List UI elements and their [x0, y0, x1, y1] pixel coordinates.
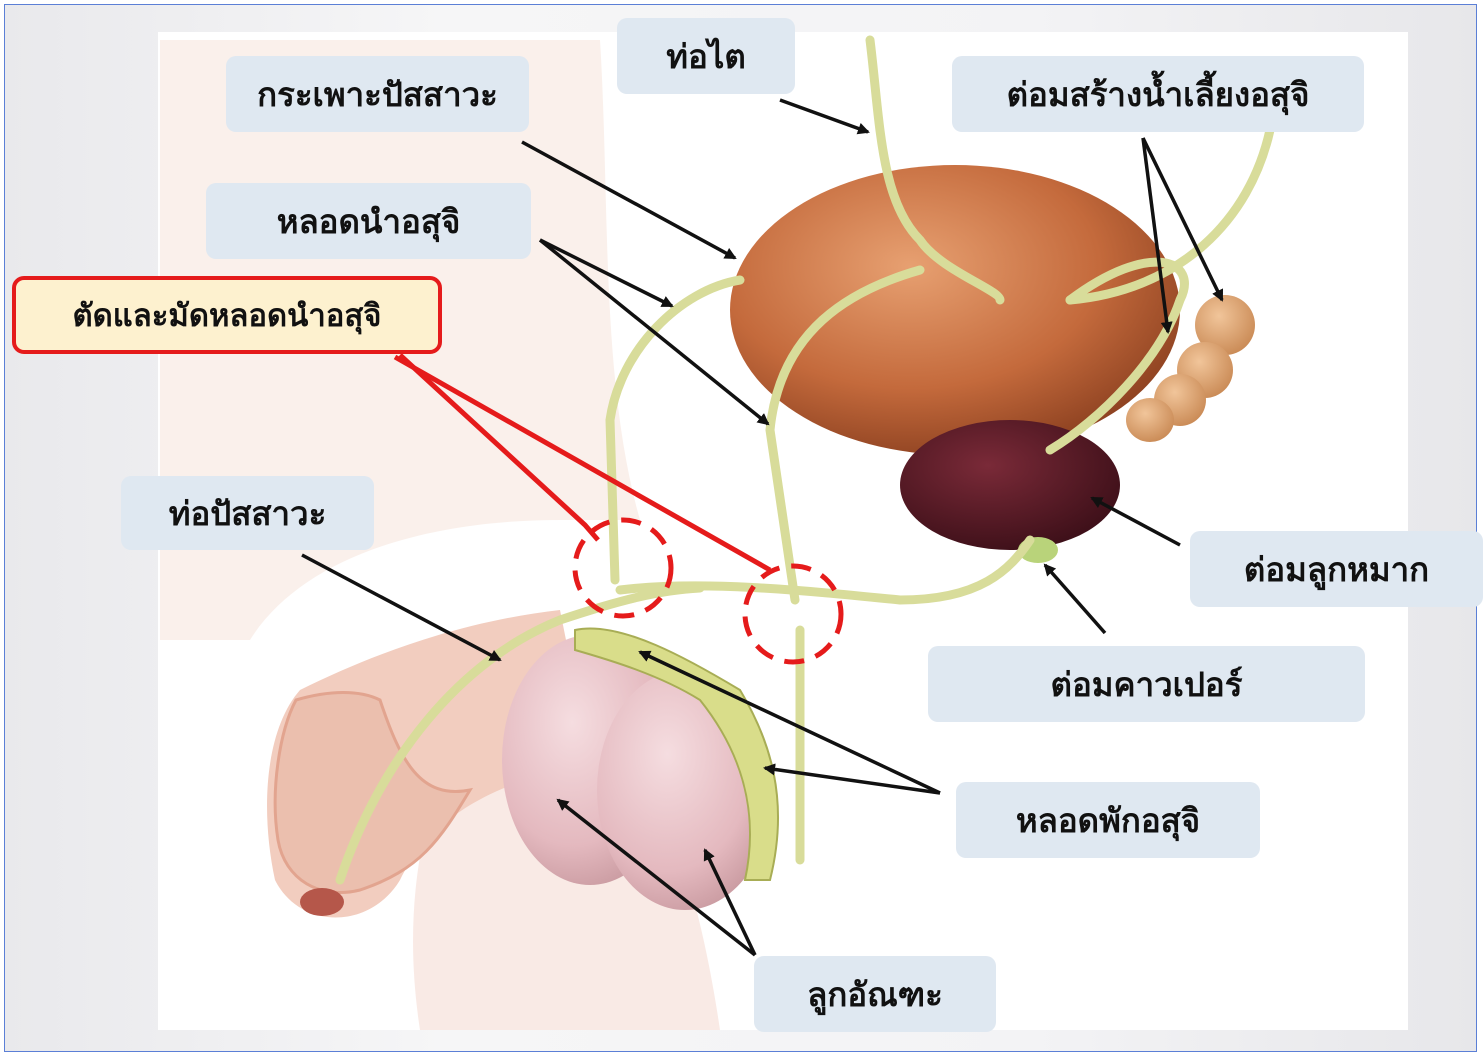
prostate-shape [900, 420, 1120, 550]
bladder-shape [730, 165, 1180, 455]
label-testicle: ลูกอัณฑะ [754, 956, 996, 1032]
label-vas-deferens: หลอดนำอสุจิ [206, 183, 531, 259]
label-prostate: ต่อมลูกหมาก [1190, 531, 1483, 607]
label-urethra: ท่อปัสสาวะ [121, 476, 374, 550]
label-bladder: กระเพาะปัสสาวะ [226, 56, 529, 132]
label-epididymis: หลอดพักอสุจิ [956, 782, 1260, 858]
label-kidney-tube: ท่อไต [617, 18, 795, 94]
urethral-opening [300, 888, 344, 916]
label-vasectomy: ตัดและมัดหลอดนำอสุจิ [12, 276, 442, 354]
label-seminal-vesicle: ต่อมสร้างน้ำเลี้ยงอสุจิ [952, 56, 1364, 132]
label-cowper-gland: ต่อมคาวเปอร์ [928, 646, 1365, 722]
